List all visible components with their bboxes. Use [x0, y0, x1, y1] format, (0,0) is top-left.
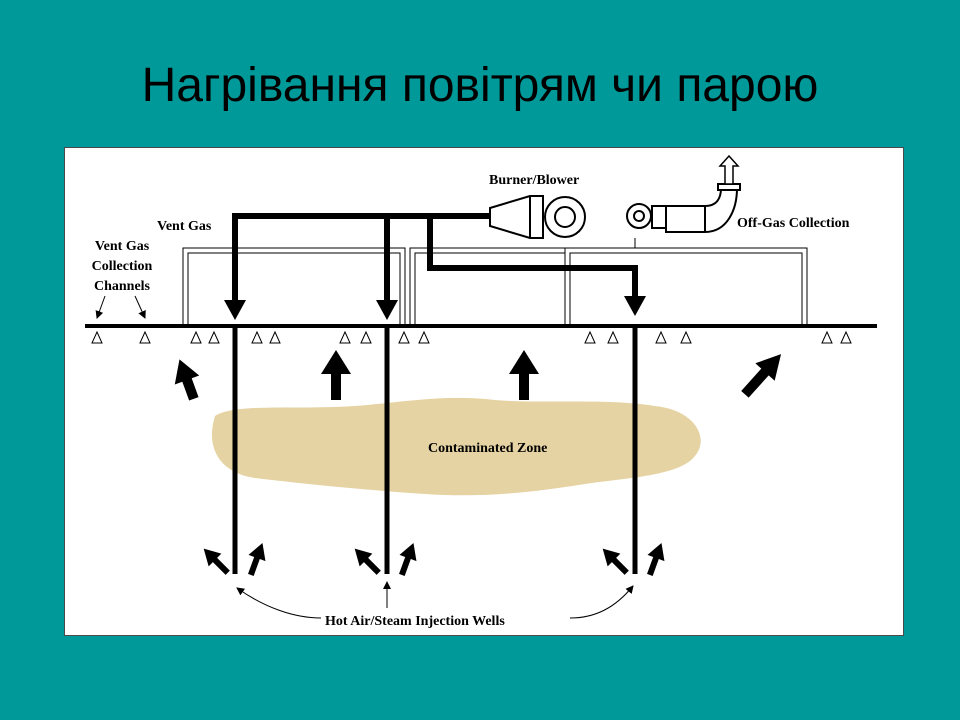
- burner-blower: [489, 195, 586, 239]
- vent-gas-channels-label-line3: Channels: [94, 279, 151, 294]
- vent-gas-channels-label-line1: Vent Gas: [95, 239, 150, 254]
- label-leader-lines: [95, 295, 634, 619]
- slide-title: Нагрівання повітрям чи парою: [141, 59, 819, 112]
- vent-gas-channels-label-line2: Collection: [92, 259, 153, 274]
- contaminated-zone-shape: [211, 397, 701, 496]
- injection-wells-label: Hot Air/Steam Injection Wells: [325, 614, 505, 629]
- header-arrowheads: [224, 296, 646, 320]
- off-gas-collection-label: Off-Gas Collection: [737, 216, 850, 231]
- vent-gas-channels: [182, 238, 808, 326]
- hot-air-steam-diagram: Burner/Blower Vent Gas Vent Gas Collecti…: [85, 154, 877, 629]
- burner-blower-label: Burner/Blower: [489, 173, 579, 188]
- injection-wells: [232, 326, 638, 574]
- vent-gas-header-pipe: [232, 213, 638, 308]
- off-gas-exhaust-arrow: [718, 154, 740, 185]
- diagram-panel: Burner/Blower Vent Gas Vent Gas Collecti…: [64, 147, 904, 636]
- vent-gas-label: Vent Gas: [157, 219, 212, 234]
- contaminated-zone-label: Contaminated Zone: [428, 441, 547, 456]
- injection-outflow-arrows: [203, 542, 665, 576]
- upward-heat-arrows: [174, 350, 782, 401]
- off-gas-collection-equipment: [626, 183, 741, 233]
- vent-triangles: [91, 330, 852, 344]
